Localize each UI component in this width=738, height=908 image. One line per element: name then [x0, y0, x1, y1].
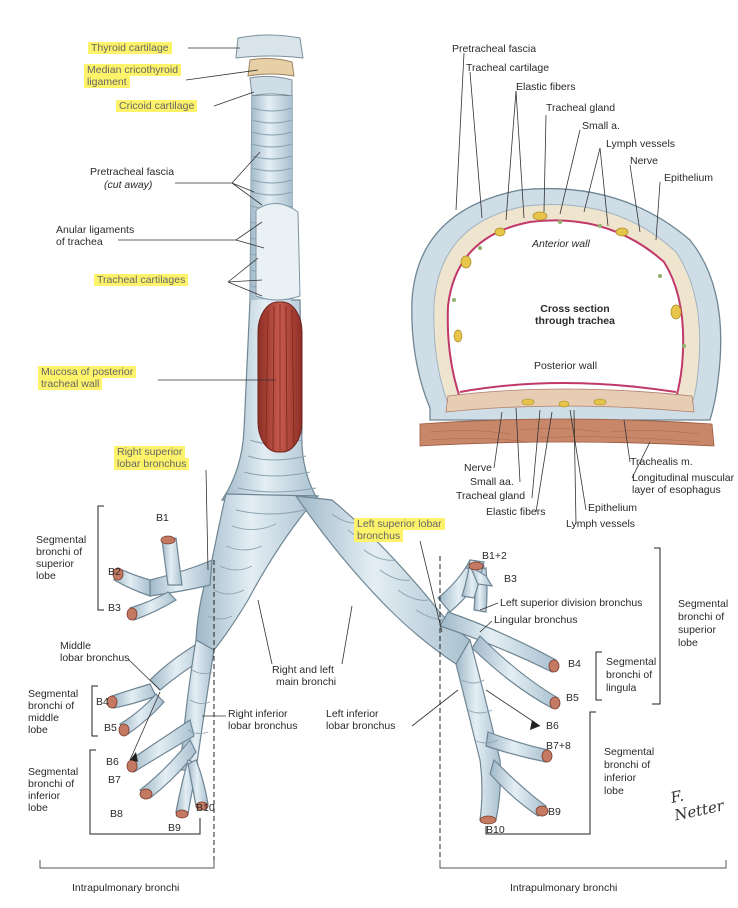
leader-lines [118, 47, 661, 761]
label-left-inferior-2: lobar bronchus [326, 720, 396, 732]
label-seg-inf-r-1: Segmental [28, 766, 79, 778]
label-right-inferior-2: lobar bronchus [228, 720, 298, 732]
cs-longitudinal-2: layer of esophagus [632, 484, 721, 496]
seg-r-b5: B5 [104, 722, 117, 734]
seg-r-b8: B8 [110, 808, 123, 820]
seg-l-b9: B9 [548, 806, 561, 818]
cs-tracheal-cartilage: Tracheal cartilage [466, 62, 550, 74]
label-seg-sup-l-2: bronchi of [678, 611, 725, 623]
label-seg-mid-4: lobe [28, 724, 48, 736]
label-mucosa: Mucosa of posterior [38, 366, 137, 378]
seg-r-b2: B2 [108, 566, 121, 578]
label-intrapulmonary-left: Intrapulmonary bronchi [72, 882, 180, 894]
seg-r-b10: B10 [196, 802, 215, 814]
label-right-superior-1: Right superior [114, 446, 186, 458]
seg-l-b5: B5 [566, 692, 579, 704]
label-ligament: ligament [84, 76, 130, 88]
brackets [39, 505, 727, 869]
label-median-cricothyroid: Median cricothyroid [84, 64, 182, 76]
label-right-superior-2: lobar bronchus [114, 458, 190, 470]
label-seg-inf-l-4: lobe [604, 785, 624, 797]
label-middle-lobar-2: lobar bronchus [60, 652, 130, 664]
label-cut-away: (cut away) [104, 179, 153, 191]
label-right-inferior-1: Right inferior [228, 708, 288, 720]
label-seg-sup-r-1: Segmental [36, 534, 87, 546]
label-seg-ling-1: Segmental [606, 656, 657, 668]
label-seg-inf-l-1: Segmental [604, 746, 655, 758]
label-seg-sup-l-4: lobe [678, 637, 698, 649]
cs-tracheal-gland-bottom: Tracheal gland [456, 490, 526, 502]
label-seg-sup-r-3: superior [36, 558, 74, 570]
arrows [130, 720, 540, 762]
label-tracheal-cartilages: Tracheal cartilages [94, 274, 189, 286]
seg-l-b78: B7+8 [546, 740, 571, 752]
cs-nerve-bottom: Nerve [464, 462, 493, 474]
seg-r-b3: B3 [108, 602, 121, 614]
label-cricoid-cartilage: Cricoid cartilage [116, 100, 198, 112]
cs-tracheal-gland: Tracheal gland [546, 102, 616, 114]
cs-trachealis: Trachealis m. [630, 456, 693, 468]
cs-posterior-wall: Posterior wall [534, 360, 598, 372]
cs-anterior-wall: Anterior wall [532, 238, 590, 250]
label-main-bronchi-1: Right and left [272, 664, 334, 676]
cs-epithelium-bottom: Epithelium [588, 502, 638, 514]
cs-lymph-vessels: Lymph vessels [606, 138, 676, 150]
cs-nerve: Nerve [630, 155, 659, 167]
label-seg-mid-1: Segmental [28, 688, 79, 700]
label-anular-ligaments: Anular ligaments [56, 224, 135, 236]
label-tracheal-wall: tracheal wall [38, 378, 103, 390]
label-seg-inf-l-2: bronchi of [604, 759, 651, 771]
cs-title-2: through trachea [535, 315, 615, 327]
label-seg-sup-l-3: superior [678, 624, 716, 636]
label-main-bronchi-2: main bronchi [276, 676, 337, 688]
label-seg-inf-l-3: inferior [604, 772, 637, 784]
label-seg-ling-2: bronchi of [606, 669, 653, 681]
seg-l-b3: B3 [504, 573, 517, 585]
label-seg-sup-l-1: Segmental [678, 598, 729, 610]
seg-r-b7: B7 [108, 774, 121, 786]
label-intrapulmonary-right: Intrapulmonary bronchi [510, 882, 618, 894]
cs-small-aa: Small aa. [470, 476, 514, 488]
cs-epithelium: Epithelium [664, 172, 714, 184]
cross-section [411, 187, 722, 447]
cs-elastic-fibers: Elastic fibers [516, 81, 576, 93]
seg-r-b1: B1 [156, 512, 169, 524]
label-seg-inf-r-4: lobe [28, 802, 48, 814]
cs-elastic-fibers-bottom: Elastic fibers [486, 506, 546, 518]
label-left-superior-2: bronchus [354, 530, 404, 542]
seg-l-b12: B1+2 [482, 550, 507, 562]
dashed-lines [213, 556, 441, 860]
label-seg-sup-r-4: lobe [36, 570, 56, 582]
label-seg-mid-3: middle [28, 712, 59, 724]
label-of-trachea: of trachea [56, 236, 103, 248]
seg-r-b9: B9 [168, 822, 181, 834]
label-pretracheal-fascia: Pretracheal fascia [90, 166, 175, 178]
seg-l-b4: B4 [568, 658, 581, 670]
label-thyroid-cartilage: Thyroid cartilage [88, 42, 172, 54]
trachea [220, 34, 320, 501]
seg-l-b10: B10 [486, 824, 505, 836]
cs-title-1: Cross section [540, 303, 610, 315]
label-left-sup-division: Left superior division bronchus [500, 597, 643, 609]
cs-pretracheal-fascia: Pretracheal fascia [452, 43, 537, 55]
seg-r-b4: B4 [96, 696, 109, 708]
label-seg-inf-r-2: bronchi of [28, 778, 75, 790]
label-middle-lobar-1: Middle [60, 640, 91, 652]
cs-longitudinal-1: Longitudinal muscular [632, 472, 735, 484]
cs-small-a: Small a. [582, 120, 620, 132]
label-left-superior-1: Left superior lobar [354, 518, 445, 530]
label-seg-sup-r-2: bronchi of [36, 546, 83, 558]
seg-r-b6: B6 [106, 756, 119, 768]
bronchial-tree [106, 493, 561, 825]
label-lingular: Lingular bronchus [494, 614, 578, 626]
label-seg-ling-3: lingula [606, 682, 637, 694]
label-left-inferior-1: Left inferior [326, 708, 379, 720]
label-seg-inf-r-3: inferior [28, 790, 61, 802]
label-seg-mid-2: bronchi of [28, 700, 75, 712]
cs-lymph-vessels-bottom: Lymph vessels [566, 518, 636, 530]
seg-l-b6: B6 [546, 720, 559, 732]
